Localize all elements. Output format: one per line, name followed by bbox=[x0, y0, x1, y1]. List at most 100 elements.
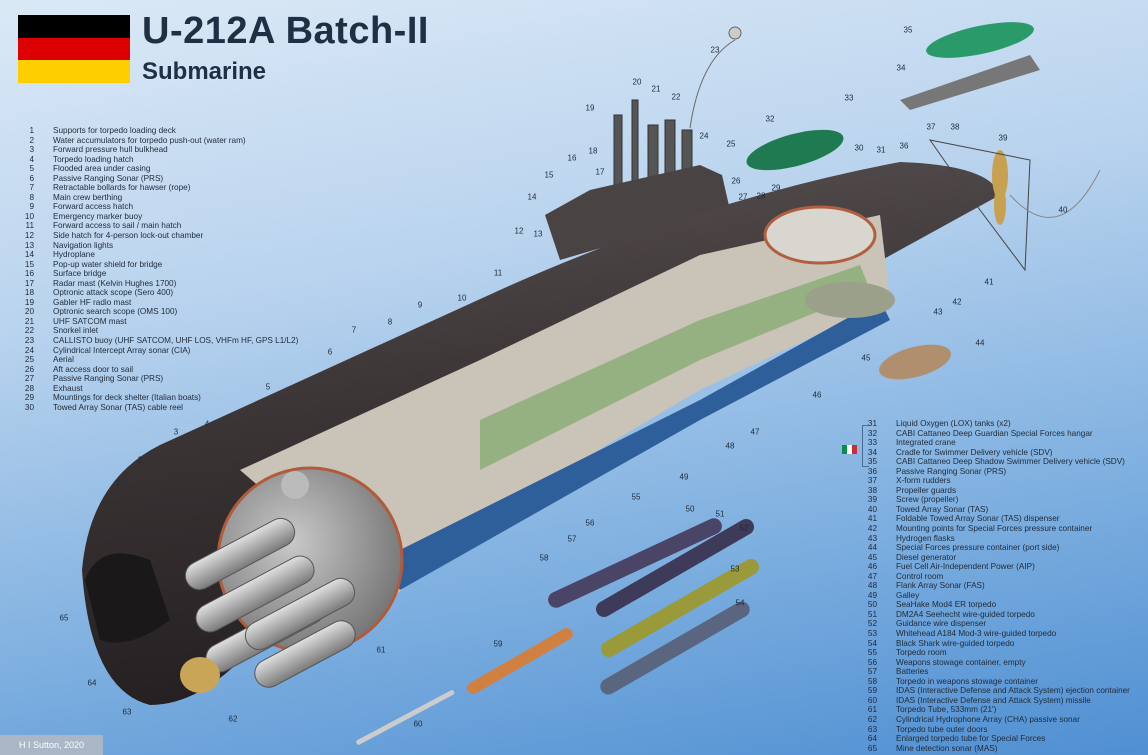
callout-number: 10 bbox=[457, 293, 467, 303]
legend-number: 39 bbox=[867, 495, 877, 505]
callout-number: 16 bbox=[567, 153, 577, 163]
callout-number: 30 bbox=[854, 143, 864, 153]
legend-item: 57 Batteries bbox=[855, 667, 1130, 677]
legend-number: 46 bbox=[867, 562, 877, 572]
legend-label: Cylindrical Hydrophone Array (CHA) passi… bbox=[896, 714, 1080, 724]
callout-number: 48 bbox=[725, 441, 735, 451]
legend-label: Hydroplane bbox=[53, 250, 95, 260]
legend-label: SeaHake Mod4 ER torpedo bbox=[896, 600, 997, 610]
propeller bbox=[992, 150, 1008, 225]
legend-number: 56 bbox=[867, 657, 877, 667]
callout-number: 53 bbox=[730, 564, 740, 574]
legend-label: Batteries bbox=[896, 667, 929, 677]
legend-number: 62 bbox=[867, 714, 877, 724]
legend-number: 18 bbox=[24, 288, 34, 298]
legend-label: UHF SATCOM mast bbox=[53, 316, 127, 326]
legend-number: 63 bbox=[867, 724, 877, 734]
legend-item: 33 Integrated crane bbox=[855, 438, 1130, 448]
legend-label: CABI Cattaneo Deep Guardian Special Forc… bbox=[896, 428, 1093, 438]
callout-number: 65 bbox=[59, 613, 69, 623]
callout-number: 18 bbox=[588, 146, 598, 156]
legend-number: 44 bbox=[867, 543, 877, 553]
legend-label: Aerial bbox=[53, 355, 74, 365]
legend-number: 11 bbox=[25, 221, 35, 231]
legend-label: Navigation lights bbox=[53, 240, 114, 250]
german-flag bbox=[18, 15, 130, 83]
page-subtitle: Submarine bbox=[142, 58, 267, 85]
legend-label: Hydrogen flasks bbox=[896, 533, 955, 543]
mine-detection-sonar bbox=[85, 553, 170, 643]
legend-label: Gabler HF radio mast bbox=[53, 297, 132, 307]
torpedo-seahake bbox=[548, 518, 722, 608]
legend-number: 7 bbox=[29, 183, 34, 193]
legend-label: Integrated crane bbox=[896, 438, 956, 448]
legend-label: Guidance wire dispenser bbox=[896, 619, 987, 629]
torpedo-loading-hatch bbox=[281, 471, 309, 499]
legend-label: IDAS (Interactive Defense and Attack Sys… bbox=[896, 695, 1091, 705]
legend-label: Retractable bollards for hawser (rope) bbox=[53, 183, 191, 193]
callout-number: 14 bbox=[527, 192, 537, 202]
legend-number: 57 bbox=[867, 667, 877, 677]
callout-number: 39 bbox=[998, 133, 1008, 143]
callout-number: 25 bbox=[726, 139, 736, 149]
legend-number: 21 bbox=[24, 316, 34, 326]
legend-number: 23 bbox=[24, 336, 34, 346]
legend-label: Fuel Cell Air-Independent Power (AIP) bbox=[896, 562, 1035, 572]
legend-item: 60 IDAS (Interactive Defense and Attack S… bbox=[855, 696, 1130, 706]
legend-number: 58 bbox=[867, 676, 877, 686]
legend-label: Exhaust bbox=[53, 383, 83, 393]
legend-number: 35 bbox=[867, 457, 877, 467]
legend-label: Optronic search scope (OMS 100) bbox=[53, 307, 178, 317]
flag-stripe-gold bbox=[18, 60, 130, 83]
callout-number: 15 bbox=[544, 170, 554, 180]
callout-number: 51 bbox=[715, 509, 725, 519]
legend-label: Passive Ranging Sonar (PRS) bbox=[53, 374, 164, 384]
callout-number: 54 bbox=[735, 598, 745, 608]
callout-number: 13 bbox=[533, 229, 543, 239]
legend-label: IDAS (Interactive Defense and Attack Sys… bbox=[896, 686, 1130, 696]
aip-tanks bbox=[763, 205, 895, 318]
italian-boats-bracket bbox=[862, 425, 869, 467]
legend-item: 62 Cylindrical Hydrophone Array (CHA) pas… bbox=[855, 715, 1130, 725]
callout-number: 47 bbox=[750, 427, 760, 437]
callout-number: 36 bbox=[899, 141, 909, 151]
callisto-buoy bbox=[728, 26, 742, 40]
legend-number: 42 bbox=[867, 524, 877, 534]
callout-number: 2 bbox=[137, 455, 143, 465]
legend-number: 60 bbox=[867, 695, 877, 705]
legend-number: 1 bbox=[29, 126, 34, 135]
callout-number: 38 bbox=[950, 122, 960, 132]
legend-label: Flooded area under casing bbox=[53, 164, 151, 174]
callout-number: 55 bbox=[631, 492, 641, 502]
flag-stripe-black bbox=[18, 15, 130, 38]
legend-number: 55 bbox=[867, 648, 877, 658]
legend-number: 20 bbox=[24, 307, 34, 317]
berthing-deck bbox=[480, 265, 870, 470]
legend-number: 33 bbox=[867, 438, 877, 448]
legend-number: 30 bbox=[24, 402, 34, 412]
legend-number: 53 bbox=[867, 629, 877, 639]
legend-number: 32 bbox=[867, 428, 877, 438]
legend-label: Diesel generator bbox=[896, 552, 957, 562]
callout-number: 12 bbox=[514, 226, 524, 236]
